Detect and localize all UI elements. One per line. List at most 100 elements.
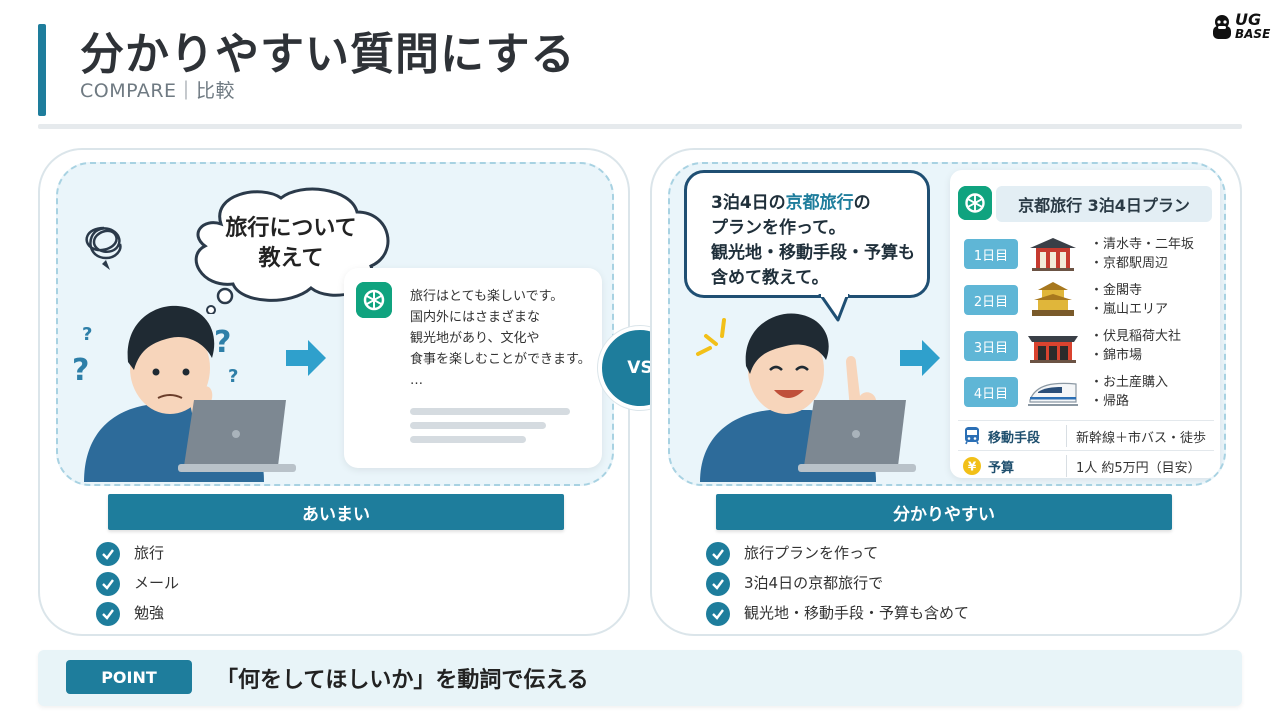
- plan-day-row: 2日目 ・金閣寺 ・嵐山エリア: [960, 278, 1216, 322]
- speech-line-1: 3泊4日の京都旅行の: [711, 191, 915, 216]
- check-icon: [96, 572, 120, 596]
- confusion-scribble-icon: [85, 226, 122, 270]
- vague-answer-text: 旅行はとても楽しいです。 国内外にはさまざまな 観光地があり、文化や 食事を楽し…: [410, 286, 595, 391]
- check-icon: [96, 602, 120, 626]
- laptop-left-icon: [178, 400, 296, 472]
- check-text: 旅行プランを作って: [744, 544, 879, 562]
- list-item: 観光地・移動手段・予算も含めて: [706, 602, 969, 632]
- placeholder-text-line: [410, 408, 570, 415]
- check-icon: [706, 572, 730, 596]
- transport-label: 移動手段: [988, 431, 1041, 446]
- reply-line: 国内外にはさまざまな: [410, 310, 541, 325]
- svg-text:?: ?: [228, 366, 238, 387]
- info-divider: [1066, 425, 1067, 447]
- page-subtitle: COMPARE｜比較: [80, 80, 236, 102]
- clear-scene: 3泊4日の京都旅行の プランを作って。 観光地・移動手段・予算も 含めて教えて。: [668, 162, 1226, 486]
- thought-cloud-icon: [194, 187, 390, 314]
- list-item: メール: [96, 572, 179, 602]
- day-item: ・帰路: [1090, 394, 1130, 409]
- check-text: メール: [134, 574, 180, 592]
- speech-line-2: プランを作って。: [711, 218, 846, 238]
- transport-row: 移動手段 新幹線＋市バス・徒歩: [958, 420, 1214, 450]
- placeholder-text-line: [410, 422, 546, 429]
- day-item: ・錦市場: [1090, 348, 1143, 363]
- temple-icon: [1030, 238, 1076, 271]
- speech-line-1-pre: 3泊4日の: [711, 193, 786, 213]
- vague-example-panel: ? ? ? ?: [38, 148, 630, 636]
- chatgpt-logo-icon: [356, 282, 392, 318]
- ug-base-logo: UG BASE: [1210, 10, 1272, 42]
- day-item: ・京都駅周辺: [1090, 256, 1169, 271]
- speech-highlight: 京都旅行: [785, 193, 854, 213]
- point-text: 「何をしてほしいか」を動詞で伝える: [216, 668, 589, 693]
- reply-line: 食事を楽しむことができます。: [410, 352, 591, 367]
- check-icon: [706, 542, 730, 566]
- svg-text:?: ?: [82, 324, 92, 345]
- plan-day-row: 3日目 ・伏見稲荷大社 ・錦市場: [960, 324, 1216, 368]
- list-item: 3泊4日の京都旅行で: [706, 572, 969, 602]
- logo-text-ug: UG: [1235, 10, 1262, 29]
- day-badge: 1日目: [964, 239, 1018, 269]
- arrow-right-icon: [286, 340, 326, 376]
- budget-value: 1人 約5万円（目安）: [1076, 461, 1201, 476]
- question-marks-left-icon: ? ?: [72, 324, 92, 388]
- svg-text:¥: ¥: [968, 460, 977, 474]
- chatgpt-logo-icon: [958, 186, 992, 220]
- day-item: ・嵐山エリア: [1090, 302, 1169, 317]
- plan-title: 京都旅行 3泊4日プラン: [996, 186, 1212, 222]
- speech-line-4: 含めて教えて。: [711, 268, 829, 288]
- plan-day-row: 1日目 ・清水寺・二年坂 ・京都駅周辺: [960, 232, 1216, 276]
- budget-row: ¥ 予算 1人 約5万円（目安）: [958, 450, 1214, 480]
- list-item: 勉強: [96, 602, 179, 632]
- plan-day-row: 4日目 ・お土産購入 ・帰路: [960, 370, 1216, 414]
- laptop-right-icon: [798, 400, 916, 472]
- check-text: 勉強: [134, 604, 165, 622]
- clear-question-speech-bubble: 3泊4日の京都旅行の プランを作って。 観光地・移動手段・予算も 含めて教えて。: [684, 170, 930, 298]
- gorilla-logo-icon: [1213, 15, 1231, 39]
- reply-line: 旅行はとても楽しいです。: [410, 289, 564, 304]
- check-text: 3泊4日の京都旅行で: [744, 574, 884, 592]
- speech-tail-icon: [818, 294, 850, 322]
- title-accent-bar: [38, 24, 46, 116]
- day-item: ・お土産購入: [1090, 375, 1169, 390]
- check-icon: [706, 602, 730, 626]
- arrow-right-icon: [900, 340, 940, 376]
- svg-text:?: ?: [72, 353, 89, 388]
- shrine-icon: [1028, 336, 1078, 363]
- clear-example-panel: 3泊4日の京都旅行の プランを作って。 観光地・移動手段・予算も 含めて教えて。: [650, 148, 1242, 636]
- train-icon: [964, 427, 980, 446]
- clear-label: 分かりやすい: [716, 494, 1172, 530]
- page-title: 分かりやすい質問にする: [80, 29, 576, 80]
- point-band: POINT 「何をしてほしいか」を動詞で伝える: [38, 650, 1242, 706]
- title-divider: [38, 124, 1242, 129]
- vague-checklist: 旅行 メール 勉強: [96, 542, 179, 632]
- thought-line-2: 教えて: [258, 246, 324, 271]
- vague-label: あいまい: [108, 494, 564, 530]
- vague-scene: ? ? ? ?: [56, 162, 614, 486]
- placeholder-text-line: [410, 436, 526, 443]
- day-badge: 4日目: [964, 377, 1018, 407]
- shinkansen-icon: [1028, 382, 1078, 406]
- speech-line-1-post: の: [853, 193, 871, 213]
- speech-line-3: 観光地・移動手段・予算も: [711, 243, 915, 263]
- day-item: ・清水寺・二年坂: [1090, 237, 1195, 252]
- thought-line-1: 旅行について: [225, 216, 357, 241]
- day-badge: 2日目: [964, 285, 1018, 315]
- reply-line: …: [410, 373, 423, 388]
- reply-line: 観光地があり、文化や: [410, 331, 540, 346]
- check-icon: [96, 542, 120, 566]
- sparkle-lines-icon: [696, 318, 726, 356]
- golden-pavilion-icon: [1032, 282, 1074, 316]
- vague-question-thought-bubble: 旅行について 教えて: [181, 184, 401, 314]
- point-badge: POINT: [66, 660, 192, 694]
- logo-text-base: BASE: [1235, 27, 1271, 41]
- svg-text:?: ?: [214, 325, 231, 360]
- yen-coin-icon: ¥: [963, 457, 981, 475]
- vague-answer-card: 旅行はとても楽しいです。 国内外にはさまざまな 観光地があり、文化や 食事を楽し…: [344, 268, 602, 468]
- day-item: ・金閣寺: [1090, 283, 1143, 298]
- clear-checklist: 旅行プランを作って 3泊4日の京都旅行で 観光地・移動手段・予算も含めて: [706, 542, 969, 632]
- question-marks-right-icon: ? ?: [214, 325, 238, 387]
- list-item: 旅行: [96, 542, 179, 572]
- day-item: ・伏見稲荷大社: [1090, 329, 1182, 344]
- transport-value: 新幹線＋市バス・徒歩: [1076, 431, 1207, 446]
